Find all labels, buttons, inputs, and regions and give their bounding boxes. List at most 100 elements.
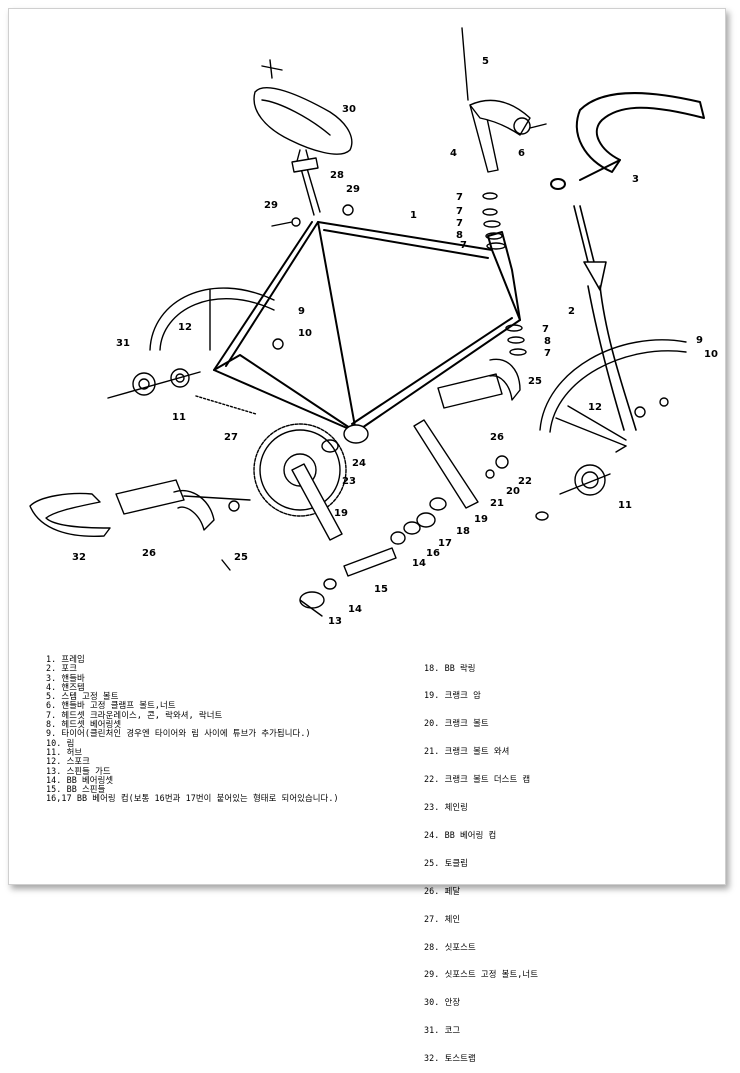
pedal-right-part xyxy=(437,358,521,409)
legend-item: 10. 림 xyxy=(46,737,75,748)
legend-item: 31. 코그 xyxy=(424,1025,461,1036)
callout-label: 22 xyxy=(518,476,532,487)
callout-label: 10 xyxy=(704,349,718,360)
legend-item: 8. 헤드셋 베어링셋 xyxy=(46,719,122,730)
callout-label: 31 xyxy=(116,338,130,349)
callout-label: 7 xyxy=(544,348,551,359)
legend-right-column: 18. BB 락링 19. 크랭크 암 20. 크랭크 볼트 21. 크랭크 볼… xyxy=(424,645,694,1073)
legend-item: 13. 스핀들 가드 xyxy=(46,765,111,776)
legend-item: 25. 토클립 xyxy=(424,857,468,868)
callout-label: 12 xyxy=(178,322,192,333)
legend-item: 22. 크랭크 볼트 더스트 캡 xyxy=(424,774,531,785)
legend-item: 3. 핸들바 xyxy=(46,672,85,683)
callout-label: 12 xyxy=(588,402,602,413)
callout-label: 5 xyxy=(482,56,489,67)
callout-label: 25 xyxy=(528,376,542,387)
handlebar-part xyxy=(550,91,705,190)
legend-item: 26. 페달 xyxy=(424,885,461,896)
callout-label: 18 xyxy=(456,526,470,537)
legend-item: 6. 핸들바 고정 클램프 볼트,너트 xyxy=(46,700,176,711)
callout-label: 15 xyxy=(374,584,388,595)
callout-labels: 1 2 3 4 5 6 7 7 7 8 7 7 8 7 9 9 10 10 11… xyxy=(72,56,718,627)
legend-item: 24. BB 베어링 컵 xyxy=(424,829,497,840)
fork-part xyxy=(573,205,637,431)
callout-label: 6 xyxy=(518,148,525,159)
callout-label: 2 xyxy=(568,306,575,317)
callout-label: 14 xyxy=(412,558,426,569)
bottom-bracket-shell xyxy=(343,424,369,444)
callout-label: 17 xyxy=(438,538,452,549)
legend-item: 16,17 BB 베어링 컵(보통 16번과 17번이 붙어있는 형태로 되어있… xyxy=(46,793,339,804)
front-wheel-part xyxy=(535,339,687,521)
callout-label: 23 xyxy=(342,476,356,487)
legend-item: 12. 스포크 xyxy=(46,756,90,767)
callout-label: 1 xyxy=(410,210,417,221)
callout-label: 21 xyxy=(490,498,504,509)
callout-label: 10 xyxy=(298,328,312,339)
legend-item: 14. BB 베어링셋 xyxy=(46,774,114,785)
legend-item: 9. 타이어(클린처인 경우엔 타이어와 림 사이에 튜브가 추가됩니다.) xyxy=(46,728,311,739)
seatpost-bolts-part xyxy=(271,204,354,227)
legend-item: 11. 허브 xyxy=(46,746,83,757)
frame-part xyxy=(213,221,521,433)
legend-item: 5. 스템 고정 볼트 xyxy=(46,691,119,702)
bottom-bracket-parts xyxy=(299,439,509,617)
callout-label: 14 xyxy=(348,604,362,615)
legend-item: 19. 크랭크 암 xyxy=(424,690,481,701)
legend-item: 1. 프레임 xyxy=(46,654,85,664)
callout-label: 7 xyxy=(456,218,463,229)
callout-label: 13 xyxy=(328,616,342,627)
callout-label: 3 xyxy=(632,174,639,185)
rear-wheel-part xyxy=(107,287,284,399)
headset-stack-part xyxy=(482,192,527,356)
callout-label: 7 xyxy=(456,206,463,217)
callout-label: 19 xyxy=(474,514,488,525)
callout-label: 25 xyxy=(234,552,248,563)
toe-strap-part xyxy=(29,492,111,537)
legend-item: 32. 토스트랩 xyxy=(424,1053,476,1064)
callout-label: 4 xyxy=(450,148,457,159)
legend-left-column: 1. 프레임 2. 포크 3. 핸들바 4. 핸즈템 5. 스템 고정 볼트 6… xyxy=(46,654,386,804)
callout-label: 11 xyxy=(618,500,632,511)
legend-item: 23. 체인링 xyxy=(424,802,468,813)
callout-label: 19 xyxy=(334,508,348,519)
callout-label: 26 xyxy=(490,432,504,443)
saddle-part xyxy=(253,59,353,166)
legend-item: 30. 안장 xyxy=(424,997,461,1008)
callout-label: 29 xyxy=(264,200,278,211)
callout-label: 7 xyxy=(456,192,463,203)
callout-label: 24 xyxy=(352,458,366,469)
callout-label: 8 xyxy=(456,230,463,241)
legend-item: 28. 싯포스트 xyxy=(424,941,476,952)
legend-item: 4. 핸즈템 xyxy=(46,681,85,692)
chain-part xyxy=(195,395,257,415)
callout-label: 9 xyxy=(298,306,305,317)
callout-label: 28 xyxy=(330,170,344,181)
legend-item: 15. BB 스핀들 xyxy=(46,784,106,795)
pedal-left-part xyxy=(115,479,251,571)
legend-item: 20. 크랭크 볼트 xyxy=(424,718,489,729)
callout-label: 30 xyxy=(342,104,356,115)
callout-label: 7 xyxy=(542,324,549,335)
callout-label: 29 xyxy=(346,184,360,195)
callout-label: 8 xyxy=(544,336,551,347)
callout-label: 7 xyxy=(460,240,467,251)
legend-item: 2. 포크 xyxy=(46,663,78,674)
callout-label: 26 xyxy=(142,548,156,559)
right-crank-part xyxy=(413,419,479,509)
callout-label: 32 xyxy=(72,552,86,563)
stem-part xyxy=(461,27,547,173)
legend-item: 29. 싯포스트 고정 볼트,너트 xyxy=(424,969,539,980)
legend-item: 21. 크랭크 볼트 와셔 xyxy=(424,746,510,757)
seatpost-part xyxy=(291,157,321,216)
legend-item: 27. 체인 xyxy=(424,913,461,924)
callout-label: 27 xyxy=(224,432,238,443)
callout-label: 9 xyxy=(696,335,703,346)
callout-label: 11 xyxy=(172,412,186,423)
bicycle-exploded-diagram: 1 2 3 4 5 6 7 7 7 8 7 7 8 7 9 9 10 10 11… xyxy=(29,27,718,627)
left-crank-part xyxy=(291,463,343,541)
callout-label: 16 xyxy=(426,548,440,559)
legend-item: 18. BB 락링 xyxy=(424,662,476,673)
chainring-part xyxy=(253,423,347,517)
legend-item: 7. 헤드셋 크라운레이스, 콘, 락와셔, 락너트 xyxy=(46,709,223,720)
